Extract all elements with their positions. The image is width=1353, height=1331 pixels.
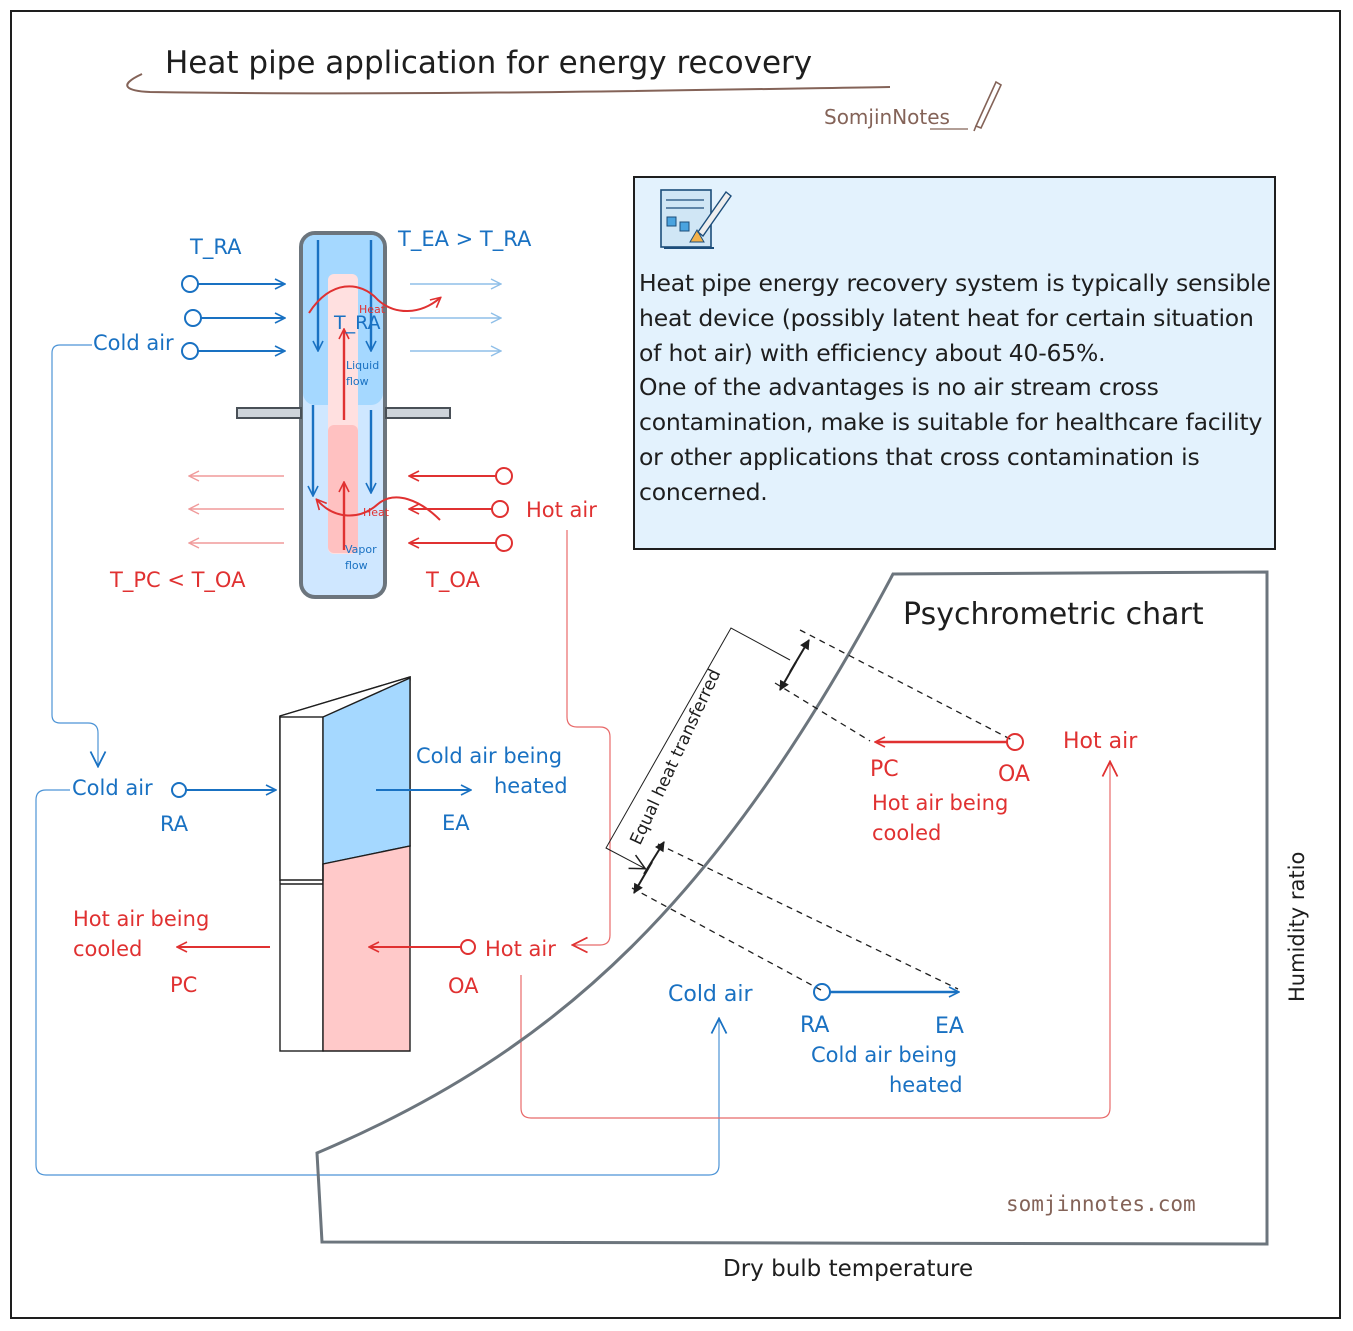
heat-release-curve <box>308 285 440 314</box>
heat-label-bottom: Heat <box>363 506 390 519</box>
note-text: Heat pipe energy recovery system is typi… <box>639 269 1271 506</box>
heat-exchanger-block <box>279 676 411 1052</box>
psy-cold-heated-1: Cold air being <box>811 1043 957 1067</box>
psychro-title: Psychrometric chart <box>903 597 1204 632</box>
hot-air-in-arrows <box>410 467 513 552</box>
ex-oa-label: OA <box>448 974 479 998</box>
website-label: somjinnotes.com <box>1006 1192 1196 1216</box>
psy-hot-cooled-1: Hot air being <box>872 791 1008 815</box>
hot-air-chart-connector <box>520 763 1110 1119</box>
cold-air-out-arrows <box>410 284 500 351</box>
note-box <box>633 176 1276 550</box>
ex-ra-label: RA <box>160 812 189 836</box>
cold-air-chart-connector <box>35 789 719 1176</box>
t-ra-inner: T_RA <box>333 312 381 334</box>
heat-absorb-curve <box>317 496 441 521</box>
psychrometric-chart-outline <box>315 570 1269 1246</box>
vapor-flow-label-2: flow <box>345 559 368 572</box>
equal-heat-guides <box>631 629 1015 991</box>
vapor-flow-label-1: Vapor <box>345 543 377 556</box>
y-axis-label: Humidity ratio <box>1285 852 1309 1002</box>
x-axis-label: Dry bulb temperature <box>723 1256 973 1282</box>
t-ea-label: T_EA > T_RA <box>397 227 532 252</box>
signature: SomjinNotes <box>824 105 950 129</box>
t-ra-label: T_RA <box>189 235 242 260</box>
t-pc-label: T_PC < T_OA <box>109 568 246 593</box>
ex-cold-air-label: Cold air <box>72 776 153 800</box>
cold-air-label-top: Cold air <box>93 331 174 355</box>
heat-label-top: Heat <box>359 303 386 316</box>
psy-ra-label: RA <box>800 1013 829 1038</box>
hot-air-out-arrows <box>190 476 284 543</box>
exchanger-hot-arrows <box>178 939 476 955</box>
psy-ea-label: EA <box>935 1014 964 1039</box>
heat-pipe-fin-left <box>236 407 302 419</box>
title: Heat pipe application for energy recover… <box>165 45 812 81</box>
ex-cold-heated-1: Cold air being <box>416 744 562 768</box>
page-frame <box>10 10 1341 1319</box>
title-underline <box>126 73 891 95</box>
psy-cold-heated-2: heated <box>889 1073 963 1097</box>
pen-icon <box>973 80 1003 132</box>
hot-process-line <box>876 733 1024 751</box>
equal-heat-label: Equal heat transferred <box>626 666 725 848</box>
hot-air-label-top: Hot air <box>526 498 597 522</box>
cold-air-connector <box>51 344 98 765</box>
psy-pc-label: PC <box>870 757 899 782</box>
liquid-flow-label-1: Liquid <box>346 359 379 372</box>
equal-heat-arrows <box>633 639 810 894</box>
liquid-down-arrows <box>313 240 371 495</box>
psy-oa-label: OA <box>998 762 1030 787</box>
liquid-flow-label-2: flow <box>346 375 369 388</box>
equal-heat-bracket <box>605 627 791 868</box>
ex-pc-label: PC <box>170 973 197 997</box>
psy-cold-air-label: Cold air <box>668 982 753 1007</box>
hot-air-connector <box>566 530 611 945</box>
ex-cold-heated-2: heated <box>494 774 568 798</box>
psy-hot-air-label: Hot air <box>1063 729 1138 754</box>
exchanger-cold-arrows <box>171 782 470 798</box>
ex-hot-cooled-1: Hot air being <box>73 907 209 931</box>
ex-hot-air-label: Hot air <box>485 937 556 961</box>
cold-air-in-arrows <box>181 275 284 360</box>
ex-hot-cooled-2: cooled <box>73 937 142 961</box>
psy-hot-cooled-2: cooled <box>872 821 941 845</box>
t-oa-label: T_OA <box>425 568 480 593</box>
ex-ea-label: EA <box>442 811 470 835</box>
cold-process-line <box>813 983 958 1001</box>
heat-pipe-fin-right <box>385 407 451 419</box>
document-icon <box>660 189 732 249</box>
